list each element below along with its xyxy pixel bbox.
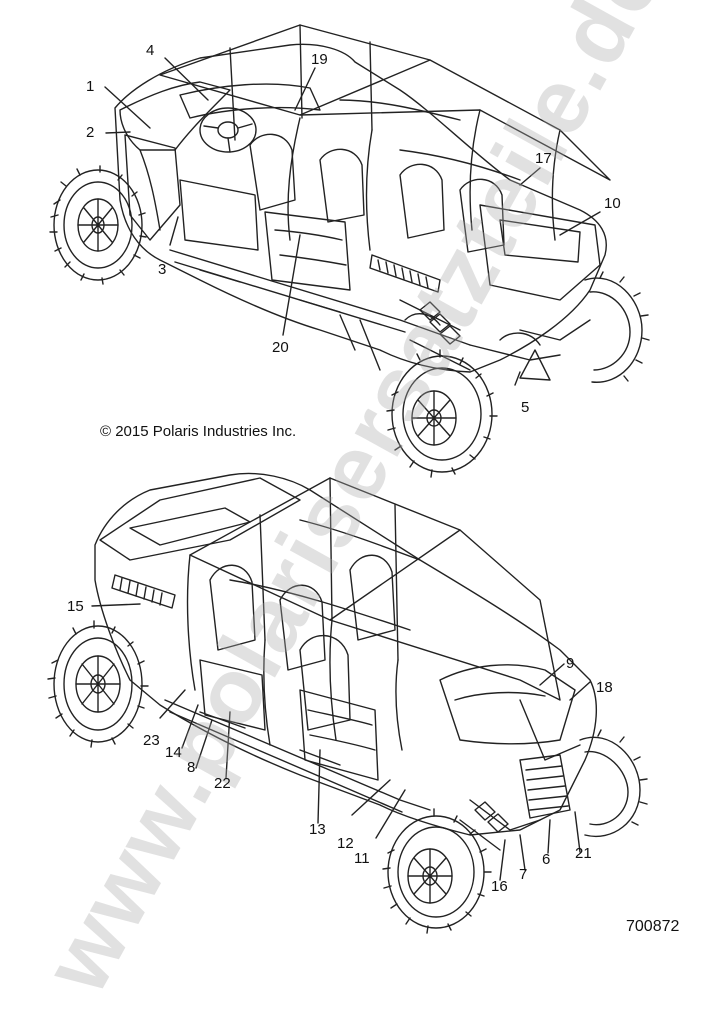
parts-diagram: www.polarisersatzteile.de 1 2 3 4 19 17 … <box>25 0 682 1009</box>
callout-label: 21 <box>575 845 592 862</box>
bottom-vehicle <box>47 472 648 934</box>
top-vehicle <box>49 24 650 478</box>
copyright-notice: © 2015 Polaris Industries Inc. <box>100 423 297 440</box>
bottom-wheel-front-left <box>382 808 492 934</box>
callout-label: 18 <box>596 679 613 696</box>
callout-label: 17 <box>535 150 552 167</box>
callout-label: 4 <box>146 42 155 59</box>
bottom-wheel-rear-left <box>47 620 149 748</box>
callout-label: 19 <box>311 51 328 68</box>
callout-label: 5 <box>521 399 530 416</box>
callout-label: 9 <box>566 655 575 672</box>
vehicle-line-drawing <box>47 24 650 934</box>
bottom-body-outline <box>94 472 598 836</box>
callout-label: 22 <box>214 775 231 792</box>
callout-label: 11 <box>354 850 370 867</box>
callout-label: 20 <box>272 339 289 356</box>
callout-label: 16 <box>491 878 508 895</box>
callout-label: 3 <box>158 261 167 278</box>
callout-label: 7 <box>519 866 528 883</box>
top-wheel-rear-left <box>49 165 147 285</box>
callout-label: 6 <box>542 851 551 868</box>
top-body-outline <box>114 43 607 373</box>
callout-label: 1 <box>86 78 95 95</box>
document-number: 700872 <box>626 918 680 935</box>
callout-label: 23 <box>143 732 160 749</box>
callout-label: 15 <box>67 598 84 615</box>
callout-label: 14 <box>165 744 182 761</box>
callout-label: 2 <box>86 124 95 141</box>
callout-label: 13 <box>309 821 326 838</box>
callout-label: 12 <box>337 835 354 852</box>
callout-label: 8 <box>187 759 196 776</box>
top-wheel-rear-right <box>584 271 650 383</box>
callout-label: 10 <box>604 195 621 212</box>
bottom-wheel-front-right <box>579 729 648 838</box>
